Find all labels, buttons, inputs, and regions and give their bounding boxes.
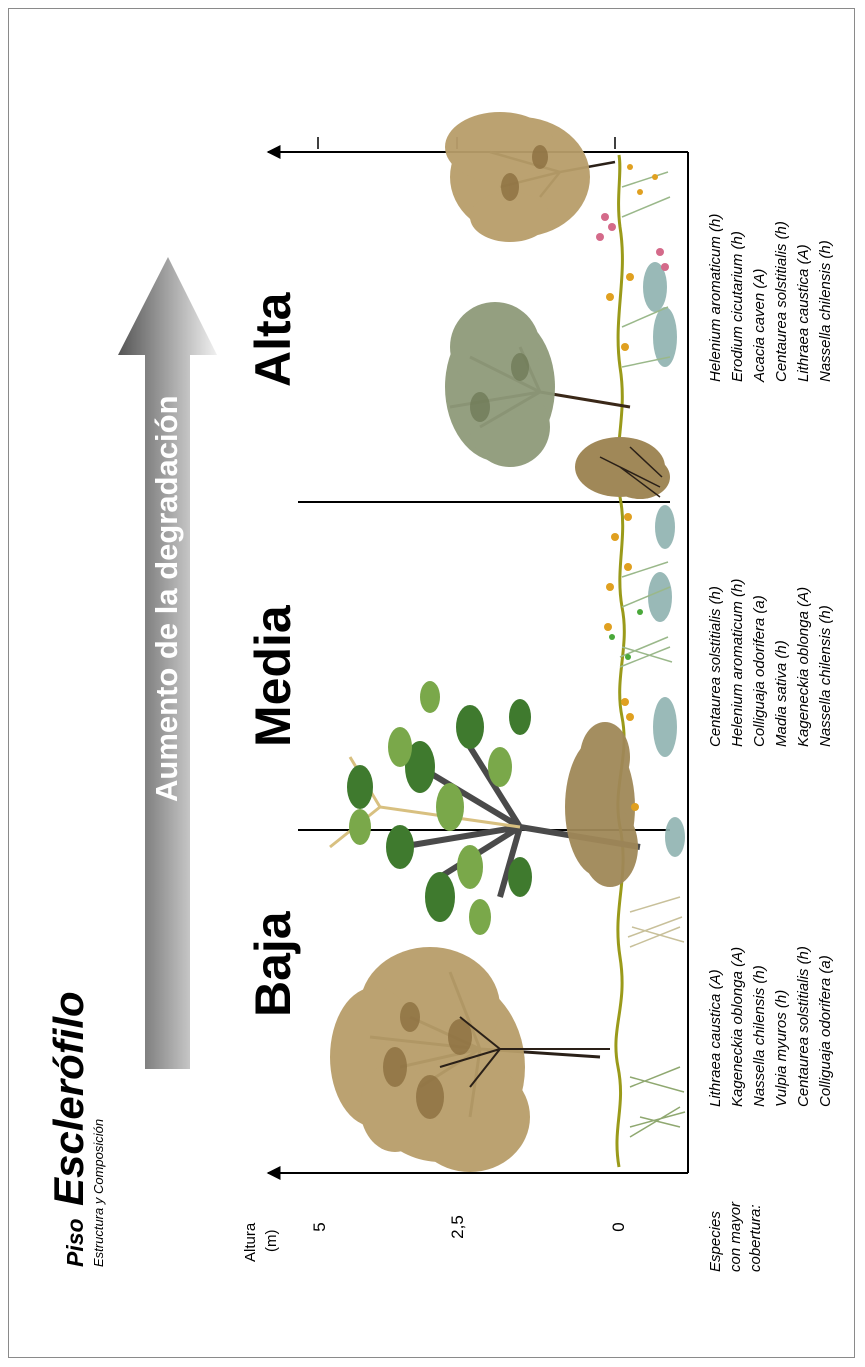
section-label-media: Media (245, 604, 301, 747)
species-baja-5: Centaurea solstitialis (h) (795, 946, 812, 1107)
species-alta-2: Erodium cicutarium (h) (729, 231, 746, 382)
axis-label-line1: Altura (242, 1222, 259, 1262)
tree-acacia-alta (445, 112, 615, 242)
shrub-alta (575, 437, 670, 499)
species-header-line3: cobertura: (747, 1204, 764, 1272)
axis-tick-2-5: 2,5 (448, 1215, 467, 1239)
title-block: Piso Esclerófilo Estructura y Composició… (45, 991, 106, 1267)
title-main: Esclerófilo (45, 991, 92, 1206)
ground-line (616, 155, 624, 1167)
title-subtitle: Estructura y Composición (91, 1119, 106, 1267)
axis-label-line2: (m) (263, 1230, 280, 1253)
species-alta-3: Acacia caven (A) (751, 269, 768, 383)
species-media-3: Colliguaja odorifera (a) (751, 595, 768, 747)
species-baja-4: Vulpia myuros (h) (773, 990, 790, 1107)
grass-baja (628, 897, 685, 1137)
species-alta-4: Centaurea solstitialis (h) (773, 221, 790, 382)
species-alta-1: Helenium aromaticum (h) (707, 214, 724, 382)
tree-lithraea-baja (330, 947, 610, 1172)
axis-tick-5: 5 (310, 1222, 329, 1231)
species-list-baja: Lithraea caustica (A) Kageneckia oblonga… (707, 946, 834, 1107)
species-media-5: Kageneckia oblonga (A) (795, 587, 812, 747)
herbs-alta (596, 164, 677, 367)
species-header-line2: con mayor (727, 1201, 744, 1272)
degradation-arrow: Aumento de la degradación (118, 257, 217, 1069)
species-baja-2: Kageneckia oblonga (A) (729, 947, 746, 1107)
section-label-baja: Baja (245, 910, 301, 1017)
species-list-media: Centaurea solstitialis (h) Helenium arom… (707, 579, 834, 747)
species-media-1: Centaurea solstitialis (h) (707, 586, 724, 747)
species-alta-6: Nassella chilensis (h) (817, 240, 834, 382)
species-alta-5: Lithraea caustica (A) (795, 244, 812, 382)
species-media-4: Madia sativa (h) (773, 640, 790, 747)
title-prefix: Piso (62, 1218, 88, 1267)
axis-tick-0: 0 (609, 1222, 628, 1231)
species-baja-6: Colliguaja odorifera (a) (817, 955, 834, 1107)
species-media-6: Nassella chilensis (h) (817, 605, 834, 747)
species-media-2: Helenium aromaticum (h) (729, 579, 746, 747)
species-baja-1: Lithraea caustica (A) (707, 969, 724, 1107)
species-header: Especies con mayor cobertura: (707, 1201, 764, 1272)
tree-kageneckia-media (330, 681, 640, 935)
species-header-line1: Especies (707, 1211, 724, 1272)
species-baja-3: Nassella chilensis (h) (751, 965, 768, 1107)
svg-text:Piso Esclerófilo: Piso Esclerófilo (45, 991, 92, 1267)
section-label-alta: Alta (245, 291, 301, 387)
species-list-alta: Helenium aromaticum (h) Erodium cicutari… (707, 214, 834, 383)
degradation-label: Aumento de la degradación (149, 395, 184, 802)
